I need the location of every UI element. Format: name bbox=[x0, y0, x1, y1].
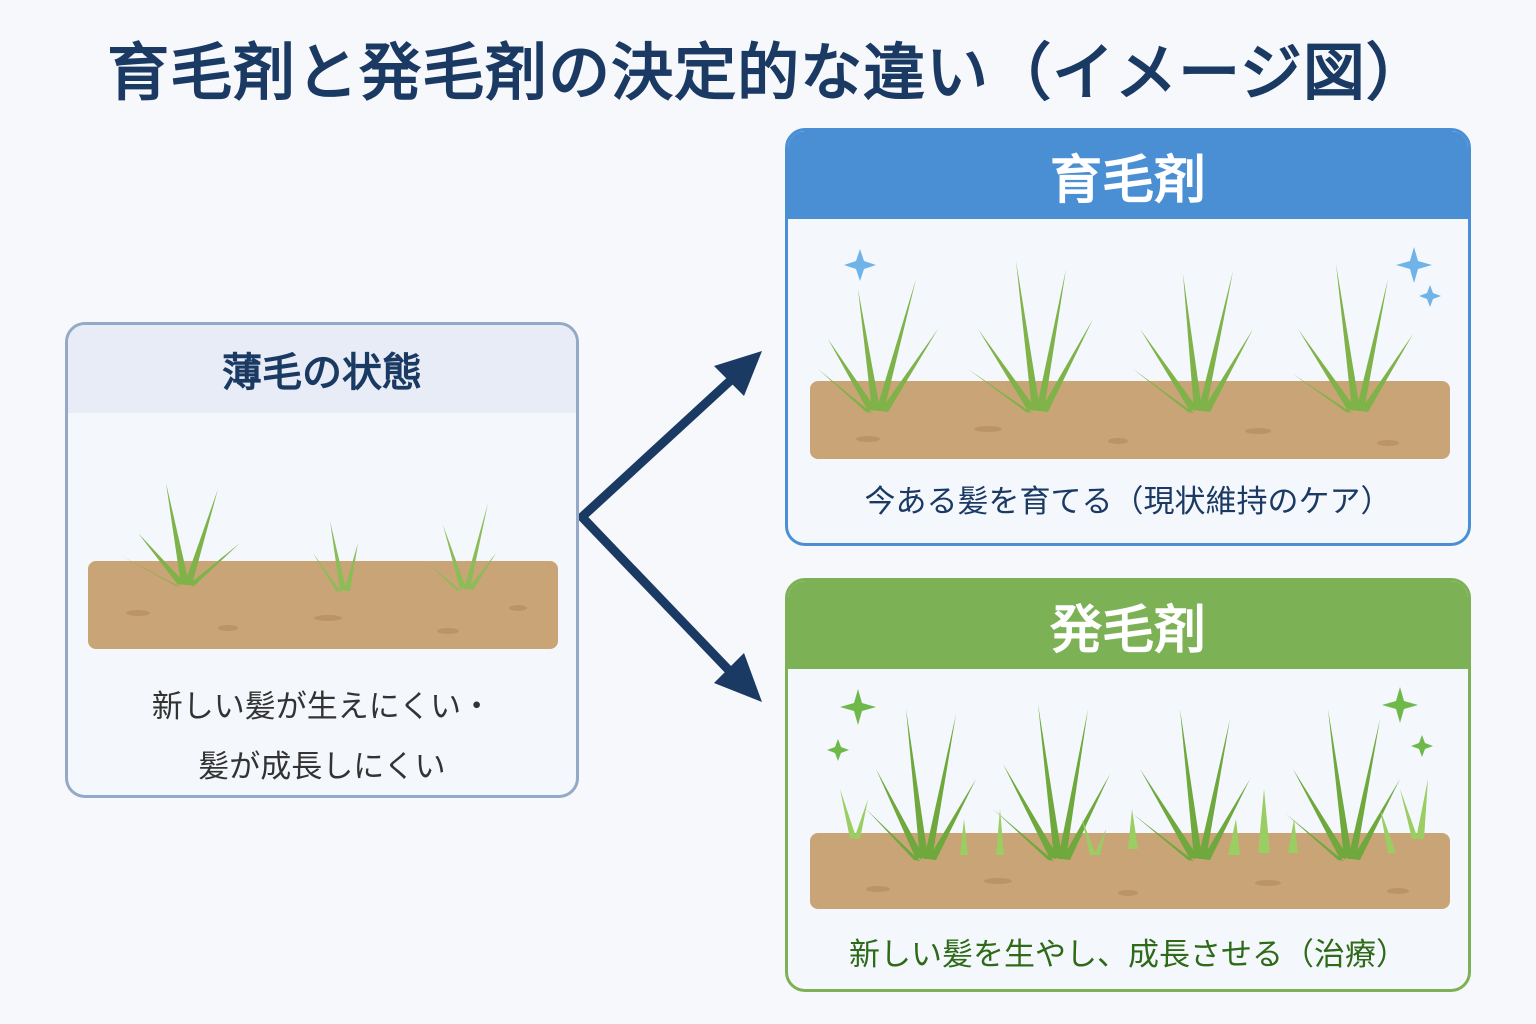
arrow-up-right bbox=[575, 364, 748, 690]
sparkle-icon bbox=[844, 249, 876, 281]
hair-restorer-illustration bbox=[810, 687, 1450, 909]
grass-tuft bbox=[1133, 709, 1250, 861]
sparkle-icon bbox=[1411, 735, 1433, 757]
grass-tuft bbox=[968, 261, 1093, 413]
hair-restorer-panel: 発毛剤 bbox=[785, 578, 1471, 992]
grass-tuft bbox=[866, 709, 976, 861]
arrow-head-down bbox=[714, 653, 762, 702]
sparkle-icon bbox=[827, 739, 849, 761]
growth-tonic-panel: 育毛剤 bbox=[785, 128, 1471, 546]
hair-restorer-header: 発毛剤 bbox=[788, 581, 1468, 669]
sparkle-icon bbox=[840, 689, 876, 725]
thin-hair-caption: 新しい髪が生えにくい・ 髪が成長しにくい bbox=[68, 677, 576, 795]
thin-hair-caption-line1: 新しい髪が生えにくい・ bbox=[151, 689, 493, 725]
grass-tuft-medium bbox=[428, 503, 496, 591]
sparkle-icon bbox=[1396, 247, 1432, 283]
thin-hair-header: 薄毛の状態 bbox=[68, 325, 576, 413]
thin-hair-panel: 薄毛の状態 新しい髪が生えにくい・ 髪 bbox=[65, 322, 579, 798]
soil-strip bbox=[810, 381, 1450, 459]
grass-tuft bbox=[120, 483, 240, 587]
sparkle-icon bbox=[1382, 687, 1418, 723]
growth-tonic-header: 育毛剤 bbox=[788, 131, 1468, 219]
thin-hair-illustration bbox=[88, 483, 558, 649]
thin-hair-caption-line2: 髪が成長しにくい bbox=[198, 749, 446, 785]
hair-restorer-caption: 新しい髪を生やし、成長させる（治療） bbox=[849, 937, 1407, 973]
page-title: 育毛剤と発毛剤の決定的な違い（イメージ図） bbox=[107, 36, 1429, 109]
grass-tuft bbox=[1293, 264, 1413, 413]
grass-tuft bbox=[818, 279, 938, 413]
growth-tonic-caption: 今ある髪を育てる（現状維持のケア） bbox=[864, 484, 1392, 520]
sprout-group bbox=[840, 779, 1428, 855]
arrow-head-up bbox=[714, 351, 762, 396]
sparkle-icon bbox=[1419, 285, 1441, 307]
grass-tuft bbox=[1133, 271, 1253, 413]
soil-strip bbox=[88, 561, 558, 649]
grass-tuft bbox=[1286, 709, 1400, 861]
grass-tuft bbox=[993, 704, 1110, 861]
grass-tuft-small bbox=[313, 521, 358, 592]
growth-tonic-illustration bbox=[810, 247, 1450, 459]
